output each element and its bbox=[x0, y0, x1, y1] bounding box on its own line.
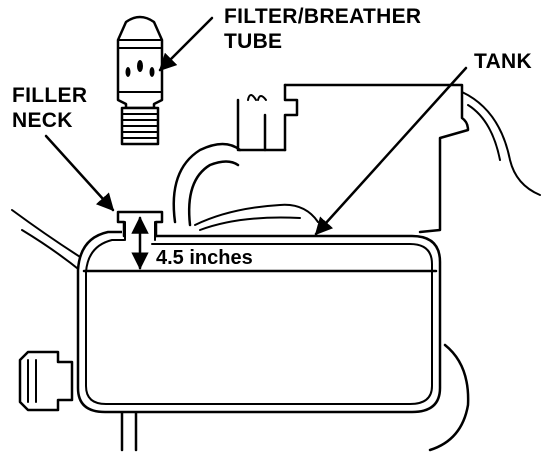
filler-label-line1: FILLER bbox=[12, 84, 87, 107]
filler-label-line2: NECK bbox=[12, 109, 73, 132]
filter-breather-tube bbox=[116, 15, 164, 146]
tank-leader-arrow bbox=[314, 66, 468, 236]
filter-label-line1: FILTER/BREATHER bbox=[224, 5, 421, 28]
filter-leader-arrow bbox=[158, 16, 214, 72]
filler-leader-arrow bbox=[44, 134, 115, 212]
tank-label: TANK bbox=[474, 50, 532, 73]
measurement-label: 4.5 inches bbox=[156, 247, 253, 269]
filter-label-line2: TUBE bbox=[224, 30, 282, 53]
tank bbox=[76, 218, 442, 414]
